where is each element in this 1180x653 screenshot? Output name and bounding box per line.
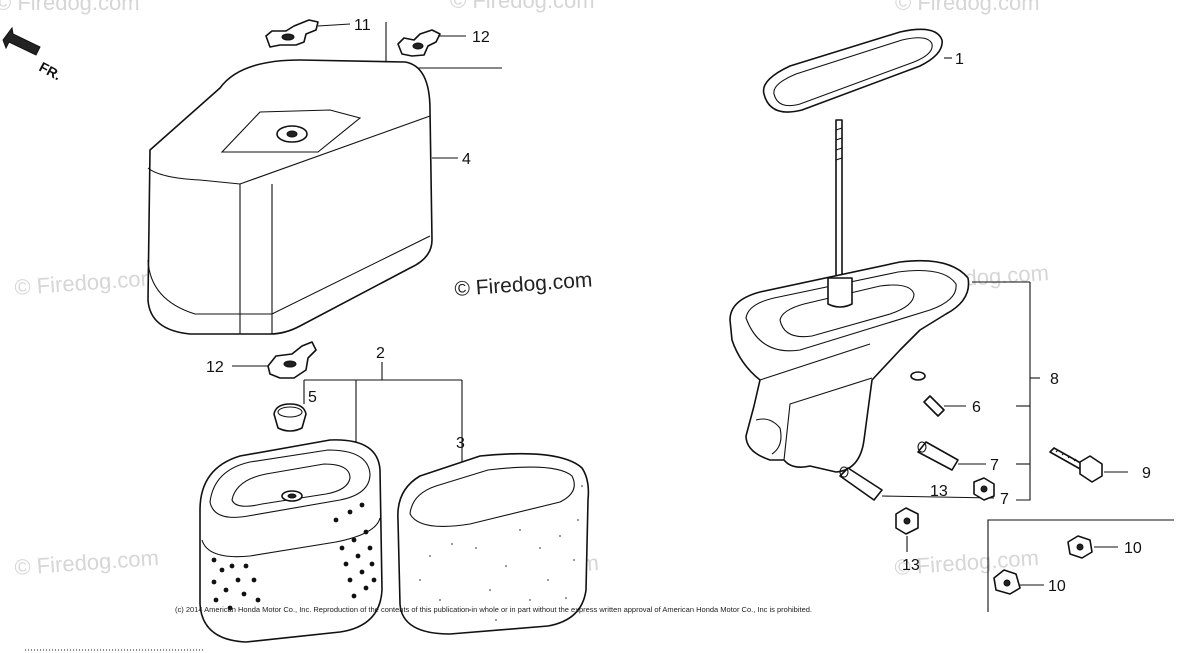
callout-7-upper: 7 — [990, 457, 999, 474]
foam-pre-filter-3 — [397, 452, 590, 635]
watermark-top-left: © Firedog.com — [0, 0, 140, 15]
nut-13-bottom — [895, 507, 919, 552]
air-filter-element-2 — [199, 439, 383, 643]
callout-12-lower: 12 — [206, 359, 224, 376]
tube-7-lower — [839, 466, 995, 501]
callout-10-upper: 10 — [1124, 540, 1142, 557]
callout-4: 4 — [462, 151, 471, 168]
callout-13-bottom: 13 — [902, 557, 920, 574]
front-direction-label: FR. — [37, 59, 64, 84]
air-cleaner-cover-4 — [147, 59, 458, 335]
gasket-1 — [762, 28, 952, 113]
air-cleaner-case-8 — [729, 119, 1030, 473]
wing-nut-12-lower — [232, 341, 317, 379]
callout-labels: 1 2 3 4 5 6 7 7 8 9 10 10 11 12 12 13 13 — [206, 17, 1151, 595]
watermark-mid-left: © Firedog.com — [14, 265, 160, 300]
callout-1: 1 — [955, 51, 964, 68]
leader-bracket-2 — [303, 362, 463, 462]
callout-11: 11 — [354, 17, 371, 34]
watermark-bottom-left: © Firedog.com — [14, 545, 160, 580]
wing-nut-11 — [265, 19, 351, 48]
watermark-top-right: © Firedog.com — [895, 0, 1040, 15]
copyright-notice: (c) 2014 American Honda Motor Co., Inc. … — [175, 605, 812, 614]
callout-8: 8 — [1050, 371, 1059, 388]
foam-stipple — [419, 485, 583, 621]
watermark-top-center: © Firedog.com — [450, 0, 595, 13]
callout-12-top: 12 — [472, 29, 490, 46]
bolt-9 — [1049, 447, 1128, 483]
callout-13-right: 13 — [930, 483, 948, 500]
watermark-center: © Firedog.com — [454, 268, 593, 301]
tube-7-upper — [917, 441, 986, 471]
nut-13-right — [973, 477, 995, 501]
leader-bracket-10 — [987, 519, 1174, 612]
flange-nut-10-lower — [993, 569, 1044, 595]
flange-nut-10-upper — [1067, 535, 1118, 559]
leader-bracket-8 — [1016, 282, 1040, 501]
callout-2: 2 — [376, 345, 385, 362]
callout-6: 6 — [972, 399, 981, 416]
filter-perforations — [211, 502, 377, 611]
callout-3: 3 — [456, 435, 465, 452]
pin-6 — [923, 395, 966, 417]
front-direction-arrow: FR. — [2, 26, 64, 84]
grommet-5 — [273, 403, 307, 432]
callout-7-lower: 7 — [1000, 491, 1009, 508]
callout-10-lower: 10 — [1048, 578, 1066, 595]
callout-9: 9 — [1142, 465, 1151, 482]
callout-5: 5 — [308, 389, 317, 406]
